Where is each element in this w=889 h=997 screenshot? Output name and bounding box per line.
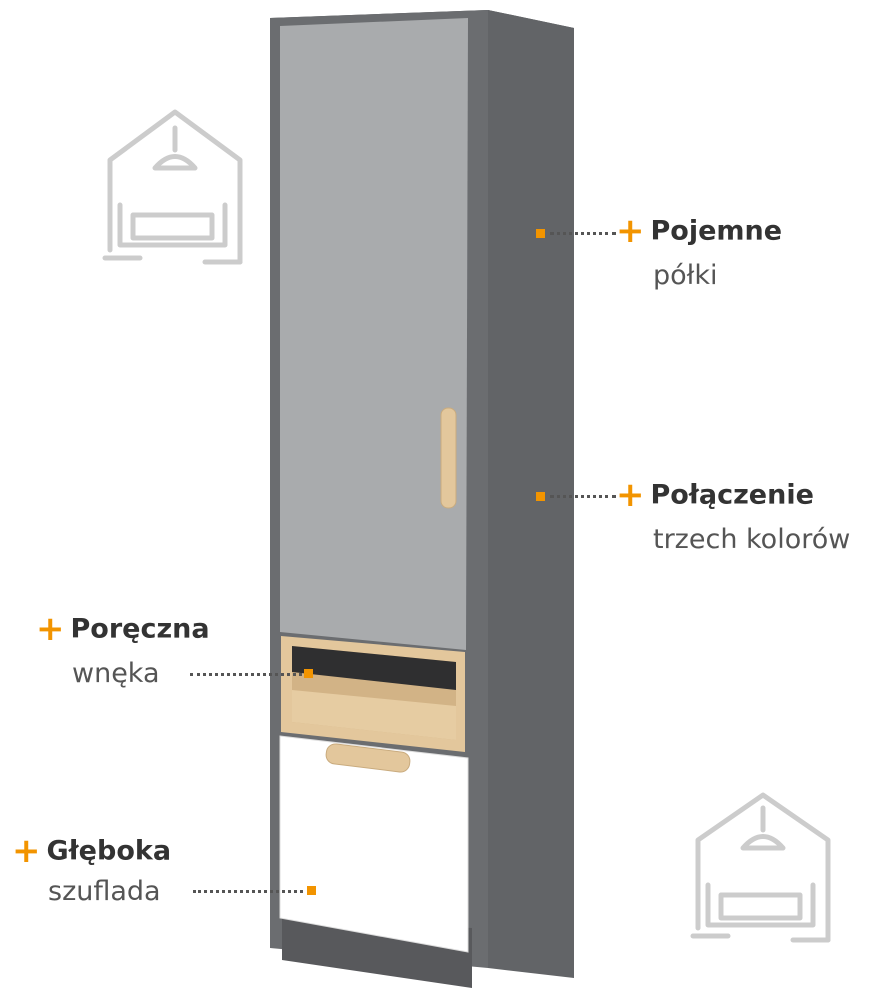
niche-shadow — [292, 646, 456, 690]
wardrobe-side — [488, 10, 574, 978]
feature-title: Głęboka — [46, 835, 172, 867]
plus-icon: + — [616, 211, 645, 251]
feature-niche: +Poręczna — [36, 612, 210, 646]
feature-marker — [536, 229, 545, 238]
wardrobe-door — [280, 18, 468, 650]
feature-colors: +Połączenie — [616, 478, 814, 512]
feature-leader-line — [193, 890, 303, 893]
feature-marker — [307, 886, 316, 895]
drawer-front — [279, 735, 469, 953]
house-sofa-icon — [102, 109, 243, 265]
plus-icon: + — [616, 475, 645, 515]
feature-subtitle: trzech kolorów — [653, 524, 851, 555]
door-handle — [440, 407, 457, 509]
feature-leader-line — [550, 232, 616, 235]
feature-title: Poręczna — [70, 613, 210, 645]
wardrobe — [270, 10, 574, 988]
niche-shelf — [292, 690, 456, 740]
house-sofa-icon — [690, 792, 831, 943]
feature-title: Pojemne — [650, 215, 783, 247]
feature-subtitle: szuflada — [48, 876, 161, 907]
feature-title: Połączenie — [650, 479, 814, 511]
feature-marker — [536, 492, 545, 501]
feature-subtitle: wnęka — [72, 658, 160, 689]
feature-drawer: +Głęboka — [12, 834, 171, 868]
plus-icon: + — [36, 609, 65, 649]
feature-leader-line — [190, 673, 302, 676]
drawer-handle — [325, 743, 411, 773]
feature-leader-line — [550, 495, 616, 498]
feature-subtitle: półki — [653, 260, 718, 291]
feature-marker — [304, 669, 313, 678]
feature-shelves: +Pojemne — [616, 214, 782, 248]
plus-icon: + — [12, 831, 41, 871]
